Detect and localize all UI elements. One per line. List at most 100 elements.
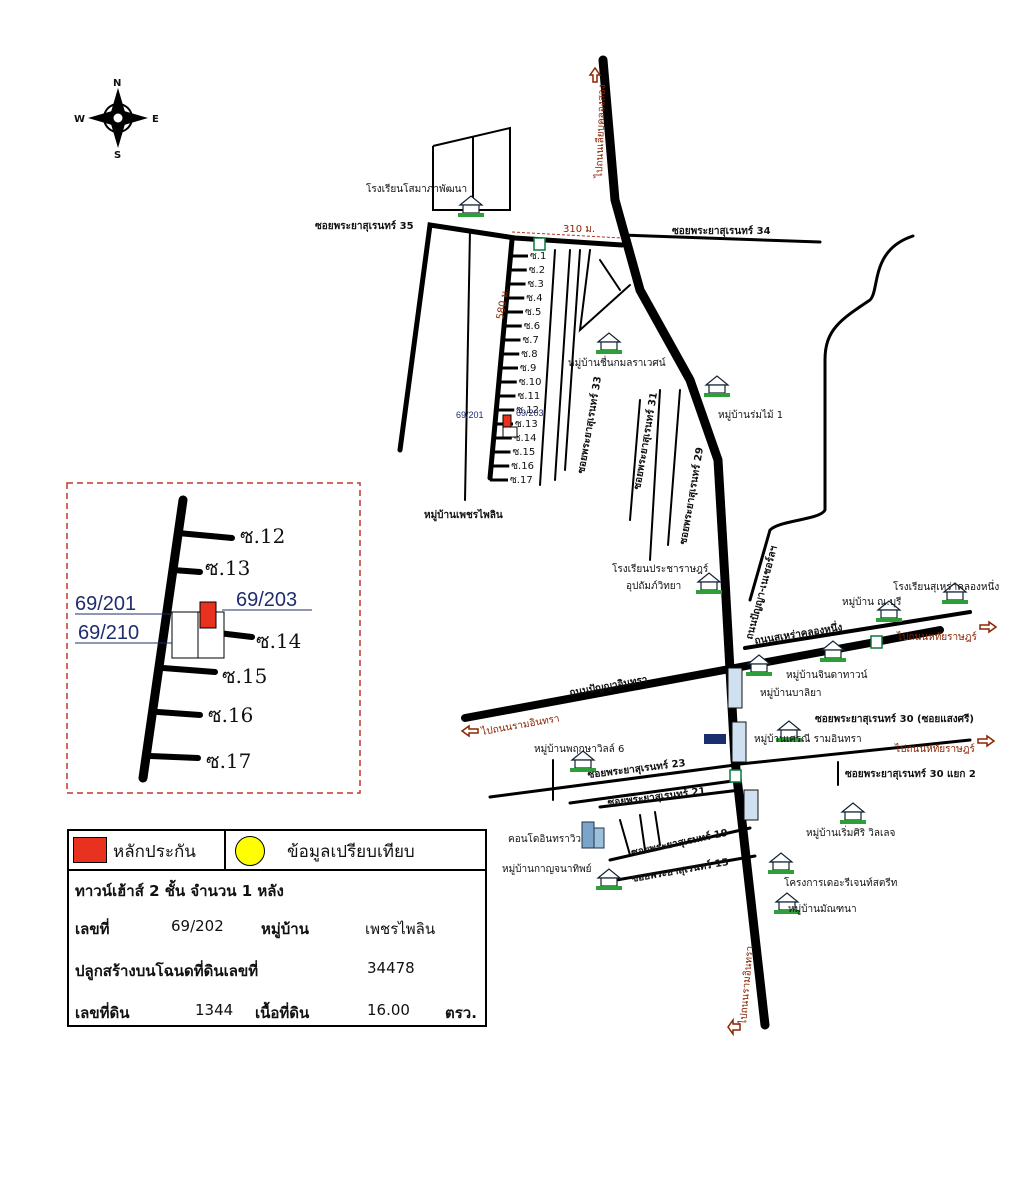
road-label-suea-klong1: ถนนสุเหร่าคลองหนึ่ง — [753, 619, 843, 647]
sub-soi-label: ซ.6 — [524, 321, 540, 332]
plot-69-201-small: 69/201 — [456, 410, 484, 420]
place-vill-nor-buri: หมู่บ้าน ณ.บุรี — [842, 596, 902, 608]
land-no-label: เลขที่ดิน — [75, 1004, 130, 1022]
area-unit: ตรว. — [445, 1004, 477, 1022]
inset-soi-label: ซ.17 — [206, 749, 251, 773]
compass-w: W — [74, 114, 85, 125]
road-label-soi21: ซอยพระยาสุเรนทร์ 21 — [607, 785, 706, 809]
seven-eleven-icon — [533, 237, 883, 783]
inset-collateral-marker — [199, 601, 217, 629]
direction-liap-khlong-song: ไปถนนเลียบคลองสอง — [593, 84, 608, 179]
store-icon — [704, 734, 726, 744]
sub-soi-label: ซ.4 — [526, 293, 542, 304]
compass-s: S — [114, 150, 121, 161]
plot-69-203-small: 69/203 — [516, 408, 544, 418]
place-school-suea: โรงเรียนสุเหร่าคลองหนึ่ง — [893, 579, 999, 593]
sub-soi-label: ซ.10 — [519, 377, 542, 388]
house-icon — [746, 654, 772, 676]
inset-soi-label: ซ.16 — [208, 703, 253, 727]
village-value: เพชรไพลิน — [365, 920, 436, 938]
sub-soi-label: ซ.14 — [514, 433, 537, 444]
inset-plot-69-203: 69/203 — [236, 589, 297, 611]
direction-hathai-rat-1: ไปถนนหทัยราษฎร์ — [896, 631, 977, 643]
sub-soi-label: ซ.11 — [518, 391, 541, 402]
sub-soi-label: ซ.1 — [530, 251, 546, 262]
legend-collateral-swatch — [73, 837, 107, 863]
distance-580: 580 ม. — [495, 287, 511, 320]
sub-soi-label: ซ.2 — [529, 265, 545, 276]
place-vill-pruksa: หมู่บ้านพฤกษาวิลล์ 6 — [534, 743, 624, 755]
deed-label: ปลูกสร้างบนโฉนดที่ดินเลขที่ — [75, 962, 259, 980]
house-icon — [776, 720, 802, 742]
direction-arrows-icon — [460, 66, 998, 1037]
shophouse-strip — [727, 667, 759, 821]
place-vill-kanchana: หมู่บ้านกาญจนาทิพย์ — [502, 863, 592, 875]
place-school-prachart-2: อุปถัมภ์วิทยา — [626, 580, 681, 592]
sub-soi-label: ซ.12 — [516, 405, 539, 416]
place-vill-phet-phailin: หมู่บ้านเพชรไพลิน — [424, 508, 503, 522]
inset-soi-label: ซ.12 — [240, 524, 285, 548]
legend: หลักประกัน ข้อมูลเปรียบเทียบ — [69, 831, 485, 871]
house-icon — [774, 892, 800, 914]
compass-rose-icon: N S E W — [74, 78, 159, 161]
house-icon — [458, 195, 484, 217]
house-icon — [840, 802, 866, 824]
place-vill-monthana: หมู่บ้านมัณฑนา — [788, 903, 857, 915]
road-label-soi30-2: ซอยพระยาสุเรนทร์ 30 แยก 2 — [845, 768, 976, 780]
collateral-marker-small — [502, 414, 512, 428]
house-icon — [768, 852, 794, 874]
sub-soi-label: ซ.8 — [521, 349, 537, 360]
sub-soi-label: ซ.7 — [523, 335, 539, 346]
area-label: เนื้อที่ดิน — [255, 1004, 310, 1022]
legend-collateral-label: หลักประกัน — [113, 842, 196, 862]
legend-comparison-swatch — [235, 836, 265, 866]
house-icon — [820, 640, 846, 662]
house-icon — [596, 868, 622, 890]
direction-ram-inthra-bottom: ไปถนนรามอินทรา — [737, 945, 756, 1026]
village-label: หมู่บ้าน — [261, 920, 309, 938]
place-condo: คอนโดอินทราวิว — [508, 832, 581, 845]
house-icon — [704, 375, 730, 397]
direction-hathai-rat-2: ไปถนนหทัยราษฎร์ — [894, 743, 975, 755]
house-icon — [596, 332, 622, 354]
road-label-soi33: ซอยพระยาสุเรนทร์ 33 — [575, 375, 604, 474]
road-label-soi35: ซอยพระยาสุเรนทร์ 35 — [315, 220, 414, 232]
sub-soi-label: ซ.17 — [510, 475, 533, 486]
land-no-value: 1344 — [195, 1001, 234, 1019]
sub-soi-label: ซ.5 — [525, 307, 541, 318]
road-label-soi29: ซอยพระยาสุเรนทร์ 29 — [677, 446, 706, 545]
compass-e: E — [152, 114, 159, 125]
area-value: 16.00 — [367, 1001, 410, 1019]
place-vill-chuen-kamon: หมู่บ้านชื่นกมลราเวศน์ — [568, 355, 666, 369]
place-vill-bariya: หมู่บ้านบาลิยา — [760, 687, 822, 699]
legend-divider — [224, 831, 226, 869]
property-type: ทาวน์เฮ้าส์ 2 ชั้น จำนวน 1 หลัง — [75, 882, 284, 900]
inset-plot-69-201: 69/201 — [75, 593, 136, 615]
house-icon — [876, 600, 902, 622]
house-no-value: 69/202 — [171, 917, 224, 935]
sub-soi-label: ซ.16 — [511, 461, 534, 472]
compass-n: N — [113, 78, 121, 89]
house-icon — [570, 750, 596, 772]
inset-frame — [66, 482, 361, 794]
place-vill-sereni: หมู่บ้านเศรณี รามอินทรา — [754, 733, 862, 745]
inset-soi-label: ซ.15 — [222, 664, 267, 688]
place-vill-rom-mai: หมู่บ้านร่มไม้ 1 — [718, 409, 783, 421]
place-proj-the-green: โครงการเดอะรีเจนท์สตรีท — [784, 876, 897, 889]
place-school-prachart-1: โรงเรียนประชาราษฎร์ — [612, 562, 709, 575]
condo-building-icon — [581, 821, 605, 849]
sub-soi-label: ซ.13 — [515, 419, 538, 430]
road-label-soi15: ซอยพระยาสุเรนทร์ 15 — [630, 856, 729, 885]
sub-soi-label: ซ.15 — [513, 447, 536, 458]
distance-310: 310 ม. — [563, 224, 595, 235]
inset-soi-label: ซ.13 — [205, 556, 250, 580]
inset-soi-label: ซ.14 — [256, 629, 301, 653]
property-info-box: หลักประกัน ข้อมูลเปรียบเทียบ ทาวน์เฮ้าส์… — [67, 829, 487, 1027]
house-no-label: เลขที่ — [75, 920, 110, 938]
plot-outline-small — [502, 426, 518, 438]
house-icon — [696, 572, 722, 594]
distance-310-line — [511, 231, 623, 239]
inset-plot-69-210: 69/210 — [78, 622, 139, 644]
sub-soi-label: ซ.3 — [528, 279, 544, 290]
